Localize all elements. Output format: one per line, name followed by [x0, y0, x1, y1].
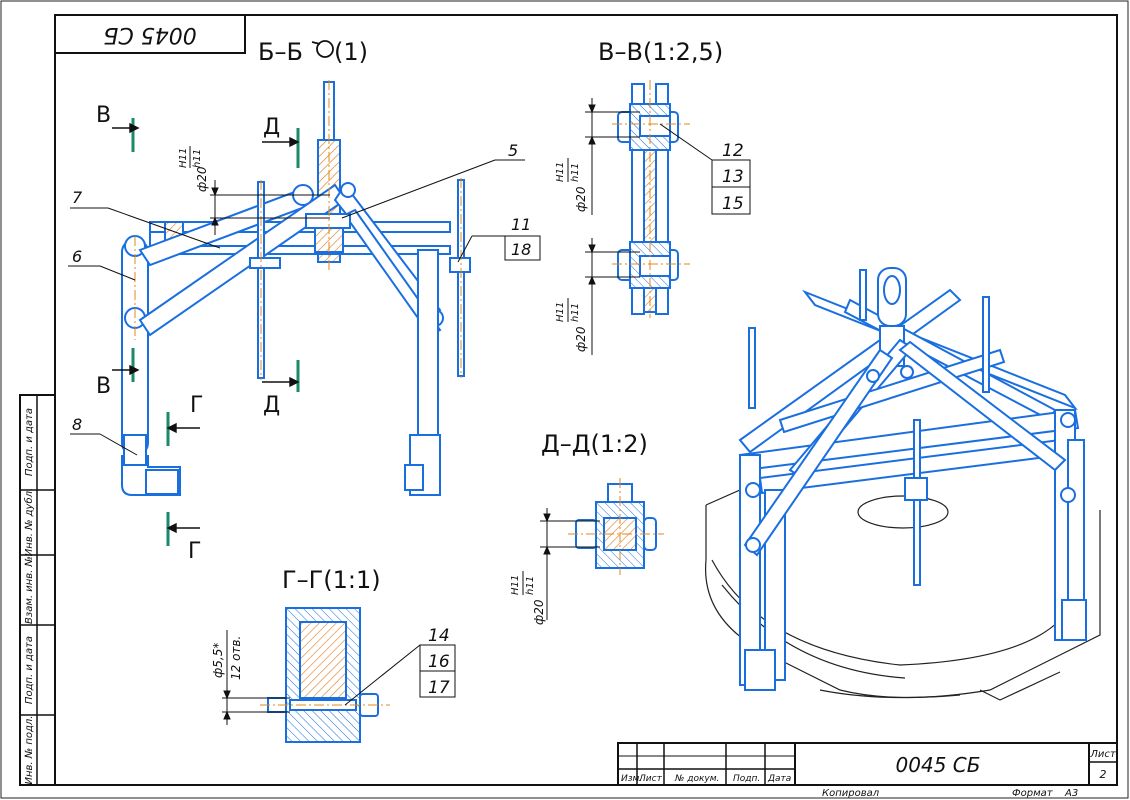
isometric-view — [704, 267, 1101, 701]
tb-header-date: Дата — [767, 774, 791, 784]
side-stamp-vzam: Взам. инв. № — [24, 556, 35, 624]
top-stamp: 0045 СБ — [54, 14, 246, 54]
cut-letter-d-bottom: Д — [263, 393, 280, 418]
pos-14: 14 — [428, 626, 450, 646]
tb-header-izm: Изм. — [621, 774, 642, 784]
pos-5: 5 — [508, 141, 518, 160]
pos-18: 18 — [511, 240, 531, 259]
dim-phi55: ф5,5* — [211, 643, 225, 678]
cut-letter-v-top: В — [96, 103, 111, 128]
title-block: Изм. Лист № докум. Подп. Дата 0045 СБ Ли… — [617, 742, 1118, 786]
dim-phi20-dd: ф20 — [532, 599, 546, 625]
side-stamp: Инв. № подл. Подп. и дата Взам. инв. № И… — [19, 394, 56, 786]
tb-designation: 0045 СБ — [896, 753, 981, 777]
view-bb-scale: (1) — [334, 38, 368, 66]
footer-format-value: А3 — [1064, 788, 1078, 799]
view-vv-title: В–В(1:2,5) — [598, 38, 723, 66]
view-gg-title: Г–Г(1:1) — [282, 566, 381, 594]
side-stamp-podp-2: Подп. и дата — [24, 408, 35, 476]
dim-h11-lower-dd: h11 — [525, 576, 536, 595]
pos-6: 6 — [72, 247, 82, 266]
tb-sheet-number: 2 — [1100, 768, 1107, 781]
dim-phi20-bb: ф20 — [195, 166, 209, 192]
view-dd: Д–Д(1:2) ф20 H11 h11 — [510, 430, 664, 625]
cut-letter-g-bottom: Г — [188, 539, 201, 564]
dim-holes: 12 отв. — [229, 636, 243, 680]
dim-h11-lower-vv-2: h11 — [570, 303, 581, 322]
cut-letter-g-top: Г — [190, 393, 203, 418]
footer-format-label: Формат — [1012, 788, 1054, 799]
dim-h11-upper-vv-2: H11 — [555, 302, 566, 322]
tb-header-doc: № докум. — [674, 774, 719, 784]
side-stamp-podp-1: Подп. и дата — [24, 636, 35, 704]
pos-17: 17 — [428, 678, 450, 698]
side-stamp-inv-podl: Инв. № подл. — [24, 716, 35, 785]
tb-header-list: Лист — [638, 774, 663, 784]
footer-copied: Копировал — [822, 788, 880, 799]
pos-8: 8 — [72, 415, 82, 434]
dim-h11-lower-vv-1: h11 — [570, 163, 581, 182]
pos-15: 15 — [722, 194, 744, 214]
section-symbol-icon — [311, 40, 334, 58]
view-gg: Г–Г(1:1) ф5,5* 12 отв. 14 16 17 — [211, 566, 456, 743]
tb-sheet-label: Лист — [1089, 749, 1117, 760]
dim-h11-upper-bb: H11 — [178, 148, 189, 168]
dim-phi20-vv-1: ф20 — [574, 186, 588, 212]
pos-16: 16 — [428, 652, 450, 672]
dim-phi20-vv-2: ф20 — [574, 326, 588, 352]
dim-h11-lower-bb: h11 — [192, 149, 203, 168]
dim-h11-upper-vv-1: H11 — [555, 162, 566, 182]
pos-12: 12 — [722, 141, 744, 161]
pos-7: 7 — [72, 188, 83, 207]
top-stamp-text: 0045 СБ — [103, 22, 196, 47]
dim-h11-upper-dd: H11 — [510, 575, 521, 595]
view-dd-title: Д–Д(1:2) — [541, 430, 648, 458]
pos-11: 11 — [511, 215, 531, 234]
cut-mark-v — [131, 118, 300, 546]
view-vv: В–В(1:2,5) ф20 H11 — [555, 38, 751, 355]
cut-letter-v-bottom: В — [96, 374, 111, 399]
view-bb-title: Б–Б — [258, 38, 303, 66]
tb-header-podp: Подп. — [733, 774, 760, 784]
cut-letter-d-top: Д — [263, 115, 280, 140]
lifting-frame — [738, 267, 1087, 691]
view-bb: Б–Б (1) — [68, 38, 541, 564]
pos-13: 13 — [722, 167, 744, 187]
side-stamp-dubl: Инв. № дубл. — [23, 488, 35, 556]
